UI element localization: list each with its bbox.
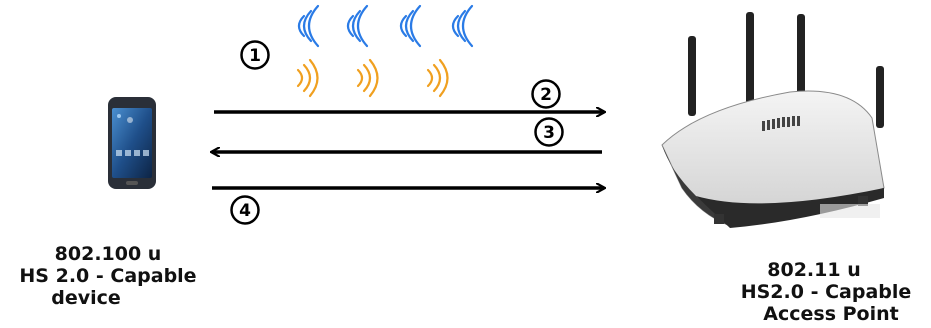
device-caption-line: HS 2.0 - Capable [19, 265, 197, 287]
step-label: 3 [543, 123, 555, 143]
step-marker-3: 3 [534, 117, 564, 147]
wifi-signal-blue-icons [297, 4, 474, 48]
wifi-signal-orange-icons [296, 58, 449, 98]
access-point-caption: 802.11 u HS2.0 - Capable Access Point [733, 259, 929, 325]
device-caption-line: 802.100 u [54, 243, 162, 265]
ap-caption-line: HS2.0 - Capable [740, 281, 912, 303]
device-caption: 802.100 u HS 2.0 - Capable device [0, 243, 216, 309]
step-marker-4: 4 [230, 195, 260, 225]
wifi-wave-icon [399, 4, 422, 48]
wifi-wave-icon [297, 4, 320, 48]
step-marker-2: 2 [531, 79, 561, 109]
smartphone-icon [108, 97, 156, 189]
device-caption-line: device [51, 287, 121, 309]
wifi-wave-icon [346, 4, 369, 48]
step-label: 1 [249, 46, 261, 66]
step-marker-1: 1 [240, 40, 270, 70]
wifi-wave-icon [426, 58, 449, 98]
wifi-wave-icon [451, 4, 474, 48]
wifi-wave-icon [296, 58, 319, 98]
step-label: 4 [239, 201, 251, 221]
wifi-wave-icon [356, 58, 379, 98]
ap-caption-line: Access Point [763, 303, 899, 325]
router-icon [661, 12, 885, 228]
ap-caption-line: 802.11 u [767, 259, 861, 281]
step-label: 2 [540, 85, 552, 105]
